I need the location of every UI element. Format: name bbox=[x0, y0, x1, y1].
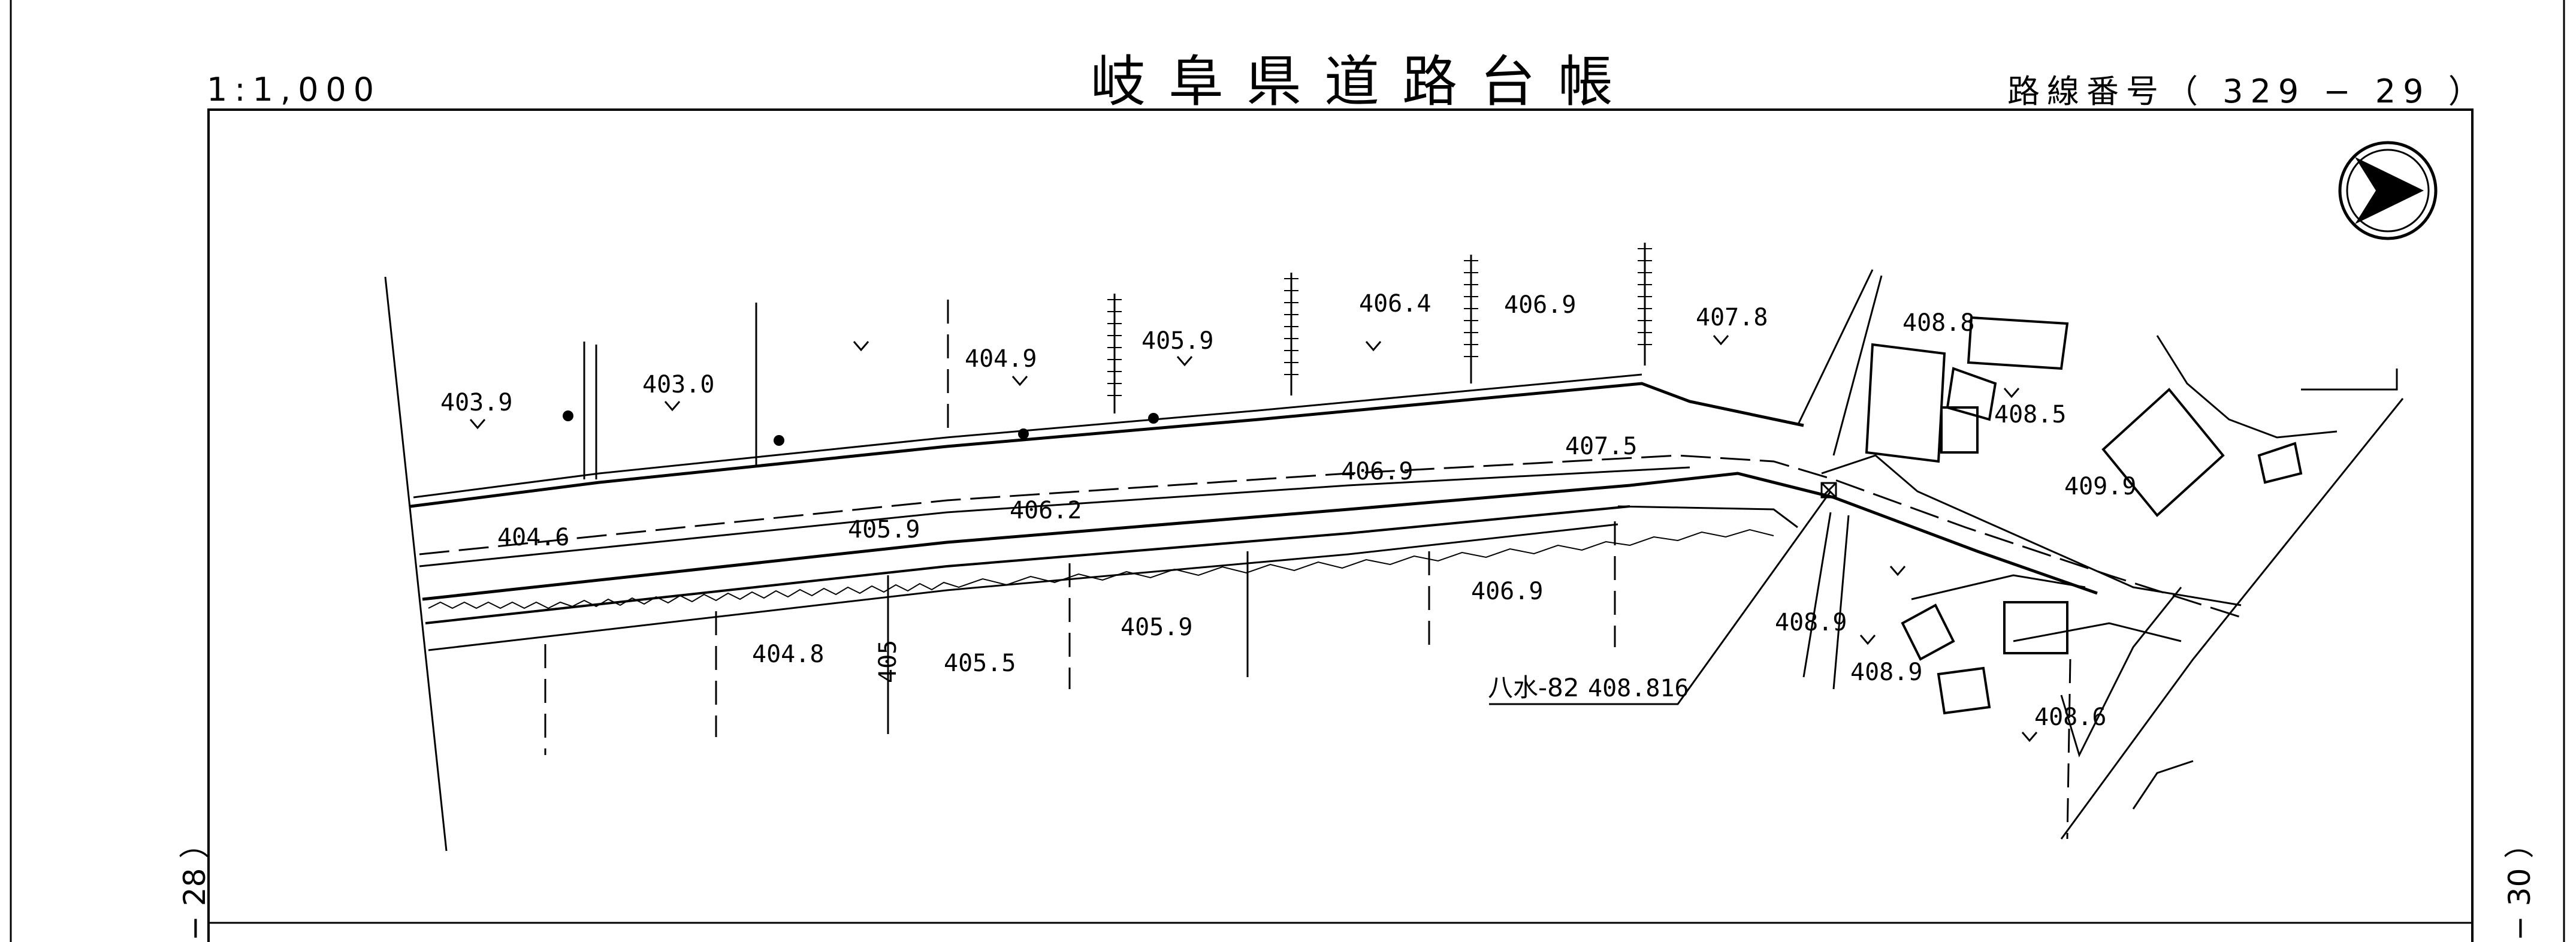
elevation-label: 405.5 bbox=[944, 650, 1016, 677]
elevation-label: 403.9 bbox=[440, 389, 512, 416]
elevation-label: 405.9 bbox=[848, 516, 920, 544]
elevation-label: 404.6 bbox=[497, 524, 569, 551]
elevation-label: 409.9 bbox=[2064, 473, 2136, 500]
elevation-label: 408.5 bbox=[1994, 401, 2066, 428]
map-title: 岐阜県道路台帳 bbox=[1091, 50, 1636, 114]
scale-label: 1:1,000 bbox=[207, 71, 382, 108]
elevation-label: 407.8 bbox=[1696, 304, 1768, 331]
benchmark-value: 408.816 bbox=[1588, 675, 1689, 702]
elevation-label: 406.4 bbox=[1359, 290, 1431, 318]
parcel-boundaries bbox=[384, 276, 2071, 852]
map-frame bbox=[207, 108, 2474, 942]
land-use-symbols bbox=[469, 335, 2038, 742]
route-number: 路線番号（ 329 − 29 ） bbox=[2007, 73, 2488, 110]
elevation-label: 405.9 bbox=[1141, 327, 1213, 355]
benchmark-leader bbox=[1489, 482, 1837, 705]
utility-poles bbox=[563, 410, 1159, 446]
north-arrow-icon bbox=[2338, 141, 2438, 240]
elevation-label: 406.9 bbox=[1504, 291, 1576, 319]
site-boundaries bbox=[1796, 269, 2404, 840]
elevation-label: 408.9 bbox=[1775, 609, 1847, 636]
contour-label: 405 bbox=[874, 640, 902, 683]
elevation-label: 406.2 bbox=[1010, 497, 1082, 524]
elevation-label: 404.8 bbox=[752, 641, 824, 668]
elevation-label: 408.6 bbox=[2034, 704, 2106, 731]
elevation-label: 408.9 bbox=[1850, 659, 1922, 686]
road-shoulder-pattern bbox=[428, 529, 1774, 609]
elevation-label: 403.0 bbox=[642, 371, 714, 398]
elevation-label: 406.9 bbox=[1341, 458, 1413, 485]
elevation-label: 407.5 bbox=[1565, 433, 1637, 460]
elevation-label: 404.9 bbox=[965, 345, 1037, 373]
road-edges bbox=[410, 373, 2242, 651]
wall-hatching bbox=[1107, 248, 1652, 396]
elevation-label: 405.9 bbox=[1121, 614, 1192, 641]
elevation-label: 406.9 bbox=[1471, 578, 1543, 605]
buildings bbox=[1865, 316, 2303, 715]
benchmark-label: 八水-82 bbox=[1488, 673, 1580, 702]
elevation-label: 408.8 bbox=[1902, 309, 1974, 337]
elevation-labels: 403.9 403.0 404.9 405.9 406.4 406.9 407.… bbox=[440, 290, 2136, 731]
